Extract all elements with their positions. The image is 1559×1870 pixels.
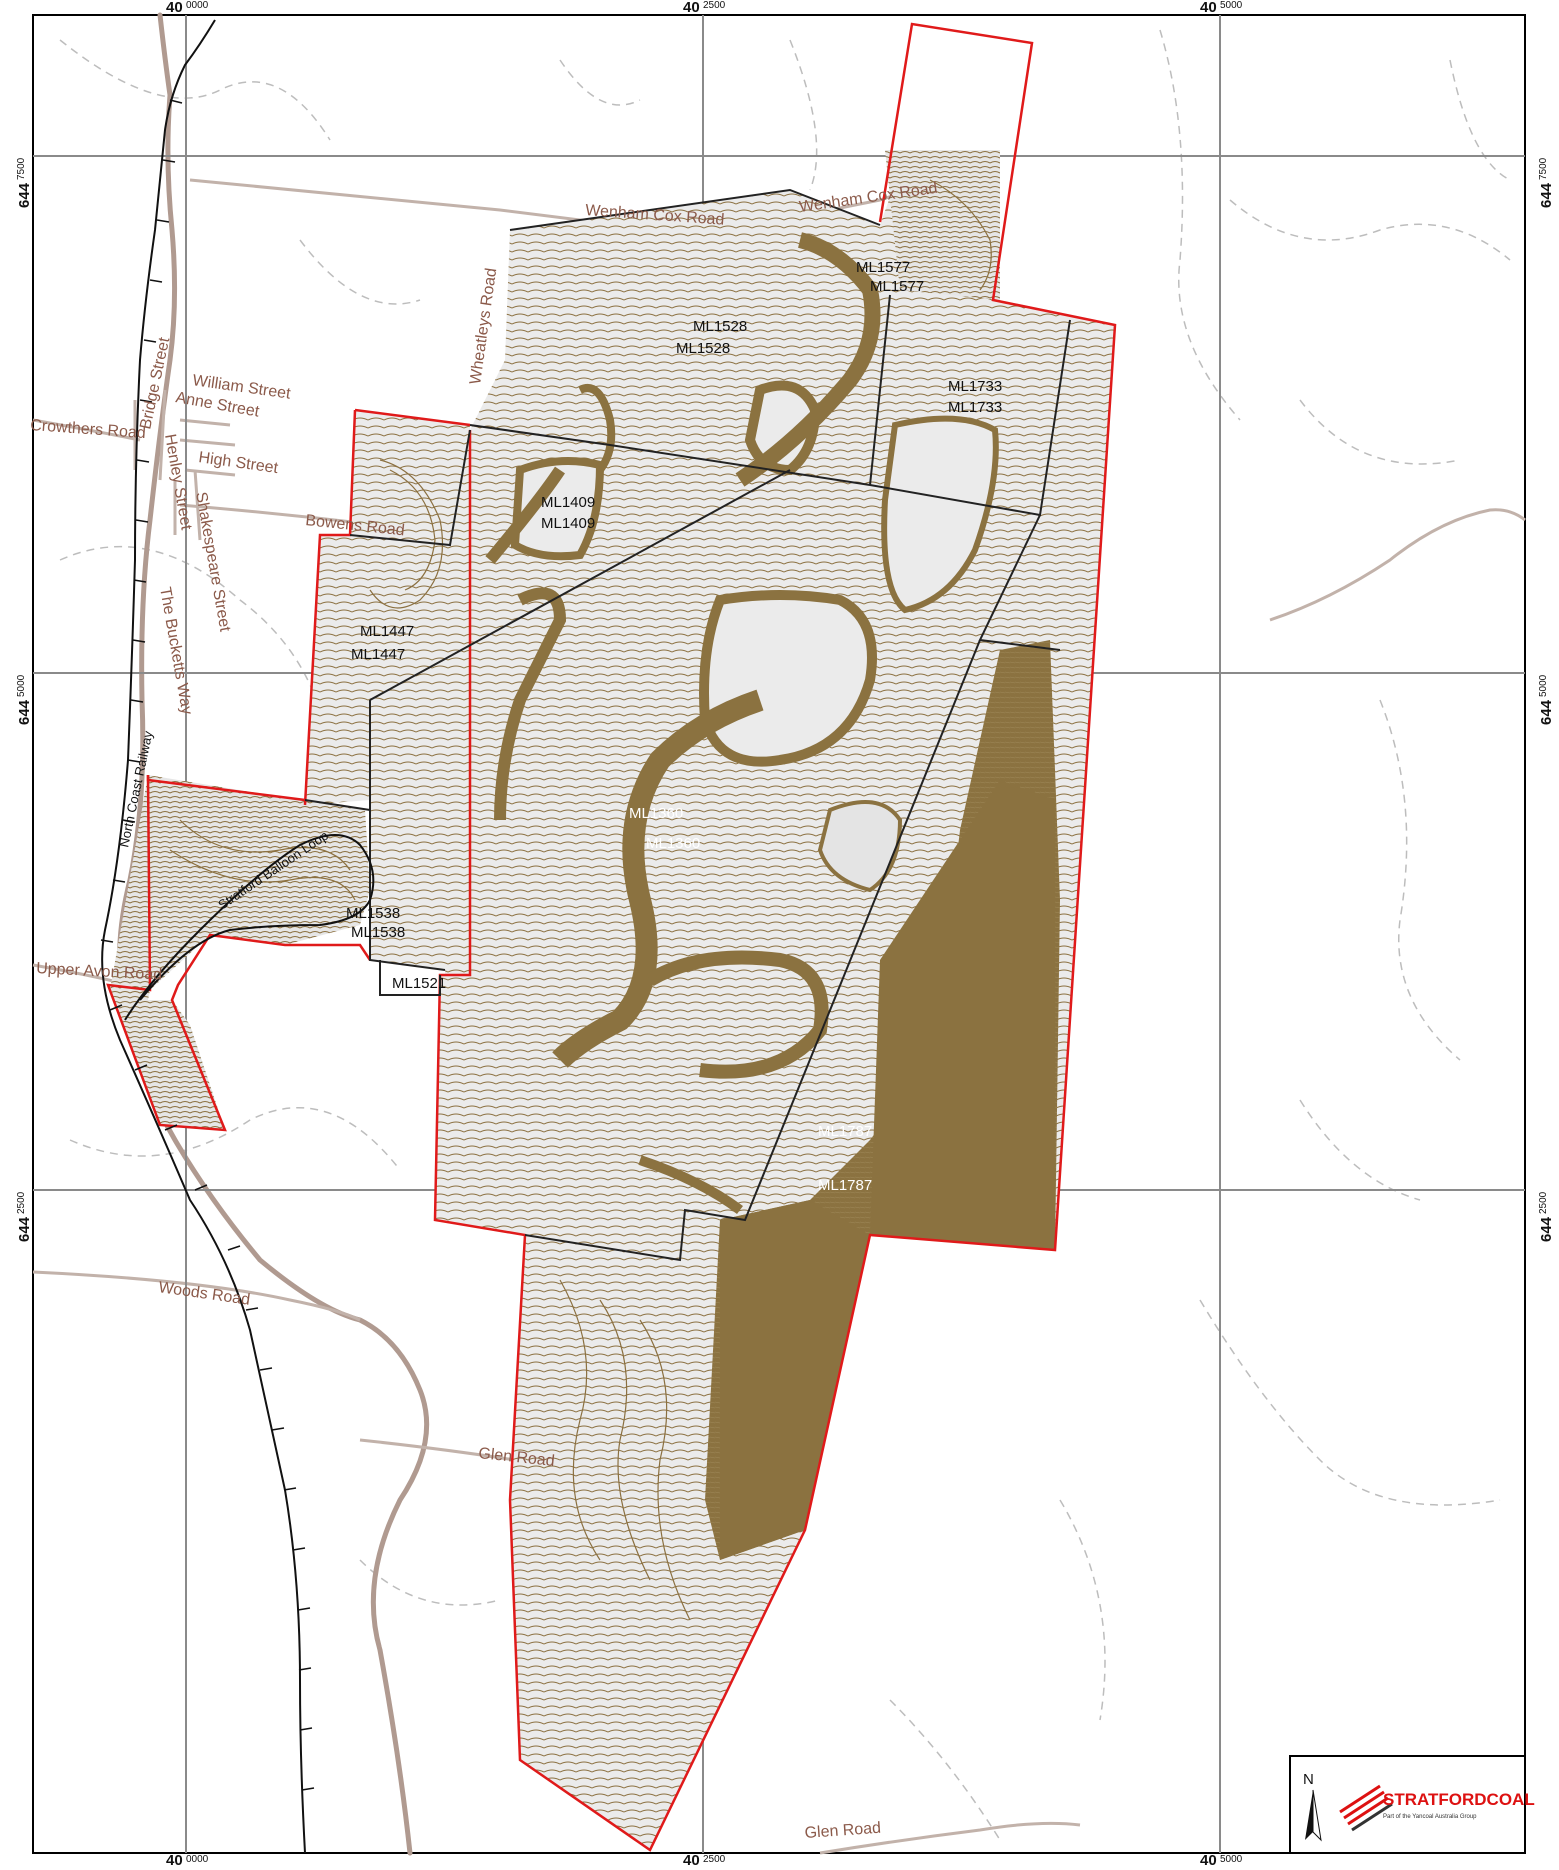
easting-top-3-minor: 5000	[1220, 0, 1243, 11]
lease-label-ml1447-b: ML1447	[351, 646, 405, 663]
easting-bottom-1-major: 40	[166, 1852, 183, 1865]
legend-box: N STRATFORDCOAL Part of the Yancoal Aust…	[1289, 1755, 1535, 1854]
northing-left-1-minor: 7500	[16, 157, 27, 180]
lease-label-ml1360-b: ML1360	[646, 835, 700, 852]
easting-labels-top: 40 0000 40 2500 40 5000	[166, 0, 1243, 16]
northing-labels-right: 644 7500 644 5000 644 2500	[1538, 157, 1555, 1242]
lease-label-ml1733-b: ML1733	[948, 399, 1002, 416]
easting-bottom-3-major: 40	[1200, 1852, 1217, 1865]
lease-label-ml1521: ML1521	[392, 975, 446, 992]
easting-bottom-3-minor: 5000	[1220, 1854, 1243, 1865]
easting-top-1-major: 40	[166, 0, 183, 16]
logo-name: STRATFORDCOAL	[1383, 1790, 1535, 1809]
lease-label-ml1787: ML1787	[818, 1123, 872, 1140]
northing-right-1-minor: 7500	[1538, 157, 1549, 180]
lease-label-ml1787-b: ML1787	[818, 1177, 872, 1194]
lease-boundaries	[106, 22, 1117, 1852]
easting-bottom-2-major: 40	[683, 1852, 700, 1865]
road-label-glen-2: Glen Road	[804, 1820, 881, 1842]
lease-label-ml1577-b: ML1577	[870, 278, 924, 295]
lease-label-ml1538: ML1538	[346, 905, 400, 922]
northing-right-2-major: 644	[1538, 699, 1555, 725]
lease-label-ml1360: ML1360	[629, 805, 683, 822]
northing-labels-left: 644 7500 644 5000 644 2500	[16, 157, 33, 1242]
lease-label-ml1409-b: ML1409	[541, 515, 595, 532]
railway	[100, 19, 375, 1854]
easting-top-1-minor: 0000	[186, 0, 209, 11]
easting-bottom-1-minor: 0000	[186, 1854, 209, 1865]
mine-terrain	[110, 150, 1115, 1850]
lease-label-ml1577: ML1577	[856, 259, 910, 276]
northing-left-1-major: 644	[16, 182, 33, 208]
lease-label-ml1528: ML1528	[693, 318, 747, 335]
lease-labels: ML1577 ML1577 ML1528 ML1528 ML1733 ML173…	[346, 259, 1002, 1194]
lease-label-ml1528-b: ML1528	[676, 340, 730, 357]
logo-tagline: Part of the Yancoal Australia Group	[1383, 1814, 1477, 1820]
logo-icon	[1339, 1784, 1393, 1832]
easting-top-3-major: 40	[1200, 0, 1217, 16]
easting-top-2-major: 40	[683, 0, 700, 16]
northing-left-3-major: 644	[16, 1216, 33, 1242]
north-arrow-label: N	[1303, 1771, 1314, 1788]
easting-top-2-minor: 2500	[703, 0, 726, 11]
lease-label-ml1733: ML1733	[948, 378, 1002, 395]
northing-right-3-minor: 2500	[1538, 1191, 1549, 1214]
easting-bottom-2-minor: 2500	[703, 1854, 726, 1865]
northing-left-3-minor: 2500	[16, 1191, 27, 1214]
northing-right-1-major: 644	[1538, 182, 1555, 208]
northing-right-2-minor: 5000	[1538, 674, 1549, 697]
northing-left-2-minor: 5000	[16, 674, 27, 697]
road-label-upper-avon: Upper Avon Road	[36, 960, 163, 984]
lease-sub-boundaries	[304, 188, 1071, 1262]
north-arrow-icon	[1305, 1789, 1322, 1842]
lease-label-ml1538-b: ML1538	[351, 924, 405, 941]
lease-label-ml1447: ML1447	[360, 623, 414, 640]
northing-right-3-major: 644	[1538, 1216, 1555, 1242]
lease-label-ml1409: ML1409	[541, 494, 595, 511]
northing-left-2-major: 644	[16, 699, 33, 725]
